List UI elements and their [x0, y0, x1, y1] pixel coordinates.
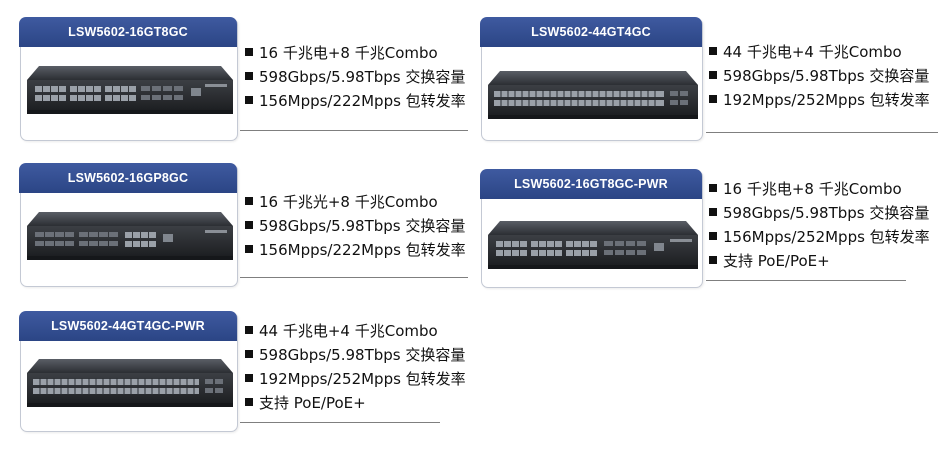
divider-line — [240, 130, 468, 131]
bullet-icon — [245, 374, 253, 382]
bullet-icon — [245, 398, 253, 406]
bullet-icon — [245, 96, 253, 104]
spec-item: 192Mpps/252Mpps 包转发率 — [709, 87, 930, 111]
divider-line — [240, 422, 440, 423]
product-model-label: LSW5602-16GT8GC — [19, 17, 237, 47]
bullet-icon — [245, 48, 253, 56]
spec-item: 16 千兆电+8 千兆Combo — [245, 40, 466, 64]
product-model-label: LSW5602-16GP8GC — [19, 163, 237, 193]
product-card-lsw5602-44gt4gc-pwr: LSW5602-44GT4GC-PWR — [19, 311, 238, 432]
product-model-label: LSW5602-16GT8GC-PWR — [480, 169, 702, 199]
spec-item: 156Mpps/222Mpps 包转发率 — [245, 88, 466, 112]
switch-image-16gt8gc — [25, 64, 235, 122]
divider-line — [240, 277, 468, 278]
bullet-icon — [245, 221, 253, 229]
spec-item: 16 千兆电+8 千兆Combo — [709, 176, 930, 200]
bullet-icon — [709, 95, 717, 103]
spec-item: 16 千兆光+8 千兆Combo — [245, 189, 466, 213]
spec-item: 598Gbps/5.98Tbps 交换容量 — [709, 63, 930, 87]
bullet-icon — [709, 208, 717, 216]
product-card-lsw5602-44gt4gc: LSW5602-44GT4GC — [480, 17, 703, 141]
spec-item: 44 千兆电+4 千兆Combo — [709, 39, 930, 63]
switch-image-16gt8gc-pwr — [486, 219, 700, 277]
spec-list-16gt8gc-pwr: 16 千兆电+8 千兆Combo 598Gbps/5.98Tbps 交换容量 1… — [709, 176, 930, 272]
switch-image-44gt4gc-pwr — [25, 357, 235, 415]
bullet-icon — [245, 197, 253, 205]
spec-item: 598Gbps/5.98Tbps 交换容量 — [245, 213, 466, 237]
spec-item: 598Gbps/5.98Tbps 交换容量 — [709, 200, 930, 224]
switch-image-16gp8gc — [25, 210, 235, 268]
bullet-icon — [245, 350, 253, 358]
bullet-icon — [709, 256, 717, 264]
spec-item: 156Mpps/252Mpps 包转发率 — [709, 224, 930, 248]
bullet-icon — [709, 47, 717, 55]
bullet-icon — [709, 184, 717, 192]
spec-item: 44 千兆电+4 千兆Combo — [245, 318, 466, 342]
bullet-icon — [245, 72, 253, 80]
bullet-icon — [245, 245, 253, 253]
divider-line — [706, 132, 938, 133]
spec-item: 156Mpps/222Mpps 包转发率 — [245, 237, 466, 261]
bullet-icon — [709, 71, 717, 79]
product-model-label: LSW5602-44GT4GC-PWR — [19, 311, 237, 341]
spec-list-16gp8gc: 16 千兆光+8 千兆Combo 598Gbps/5.98Tbps 交换容量 1… — [245, 189, 466, 261]
bullet-icon — [709, 232, 717, 240]
product-card-lsw5602-16gt8gc: LSW5602-16GT8GC — [19, 17, 238, 141]
spec-item: 598Gbps/5.98Tbps 交换容量 — [245, 342, 466, 366]
product-card-lsw5602-16gp8gc: LSW5602-16GP8GC — [19, 163, 238, 287]
spec-item: 598Gbps/5.98Tbps 交换容量 — [245, 64, 466, 88]
bullet-icon — [245, 326, 253, 334]
spec-item: 支持 PoE/PoE+ — [245, 390, 466, 414]
product-model-label: LSW5602-44GT4GC — [480, 17, 702, 47]
product-card-lsw5602-16gt8gc-pwr: LSW5602-16GT8GC-PWR — [480, 169, 703, 288]
spec-list-44gt4gc-pwr: 44 千兆电+4 千兆Combo 598Gbps/5.98Tbps 交换容量 1… — [245, 318, 466, 414]
divider-line — [706, 280, 906, 281]
spec-item: 支持 PoE/PoE+ — [709, 248, 930, 272]
spec-item: 192Mpps/252Mpps 包转发率 — [245, 366, 466, 390]
spec-list-16gt8gc: 16 千兆电+8 千兆Combo 598Gbps/5.98Tbps 交换容量 1… — [245, 40, 466, 112]
spec-list-44gt4gc: 44 千兆电+4 千兆Combo 598Gbps/5.98Tbps 交换容量 1… — [709, 39, 930, 111]
switch-image-44gt4gc — [486, 69, 700, 127]
